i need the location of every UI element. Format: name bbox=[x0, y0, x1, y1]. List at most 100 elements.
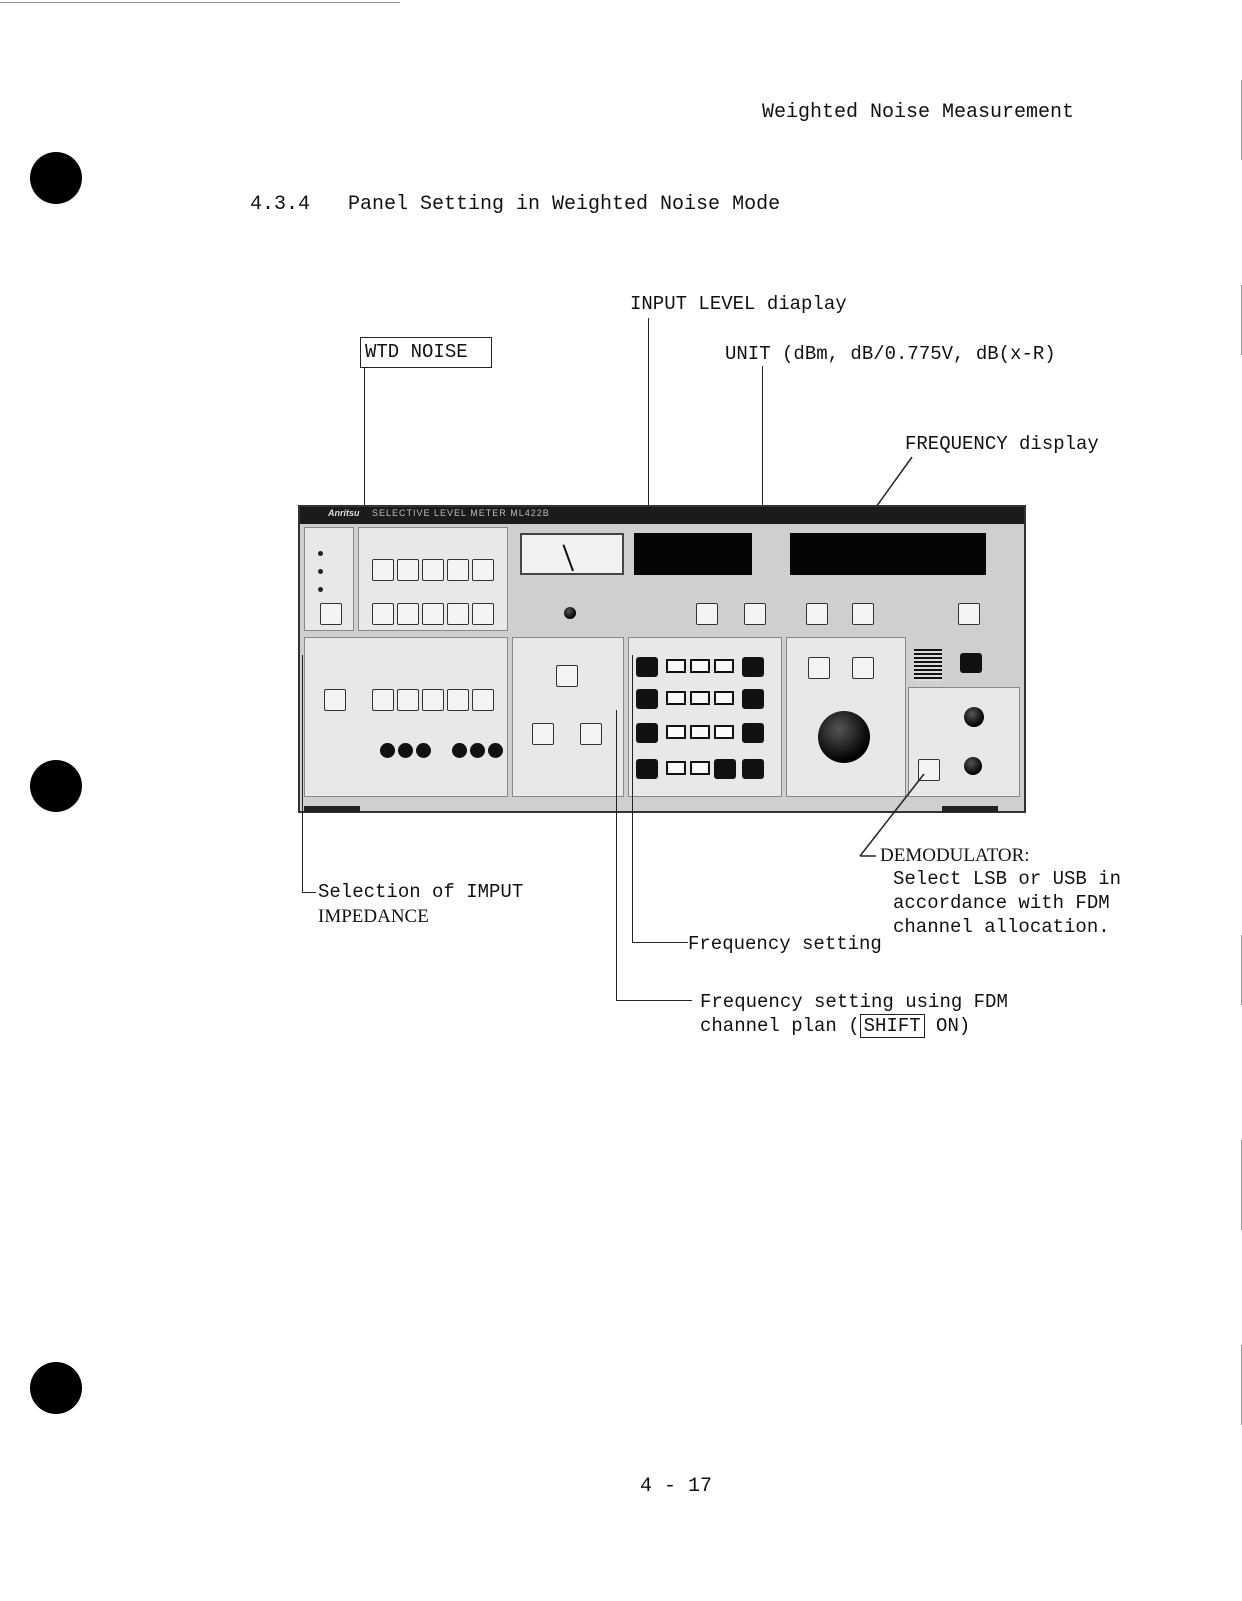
keypad-digit-key bbox=[666, 761, 686, 775]
callout-input-level: INPUT LEVEL diaplay bbox=[630, 293, 847, 315]
keypad-function-key bbox=[636, 657, 658, 677]
input-jack bbox=[398, 743, 413, 758]
panel-brand: Anritsu bbox=[328, 508, 360, 518]
binding-hole-top bbox=[30, 152, 82, 204]
leader-frequency-setting bbox=[632, 655, 633, 943]
mode-key bbox=[397, 603, 419, 625]
leader-impedance bbox=[302, 655, 303, 893]
keypad-function-key bbox=[636, 759, 658, 779]
keypad-function-key bbox=[742, 689, 764, 709]
phone-jack bbox=[964, 757, 982, 775]
tuning-knob bbox=[818, 711, 870, 763]
panel-foot-left bbox=[304, 806, 360, 812]
input-jack bbox=[470, 743, 485, 758]
keypad-digit-key bbox=[666, 725, 686, 739]
auto-key bbox=[556, 665, 578, 687]
keypad-digit-key bbox=[666, 659, 686, 673]
keypad-digit-key bbox=[714, 691, 734, 705]
wtd-noise-panel-key bbox=[372, 603, 394, 625]
callout-unit: UNIT (dBm, dB/0.775V, dB(x-R) bbox=[725, 343, 1056, 365]
leader-unit bbox=[762, 366, 763, 606]
panel-top-bar: Anritsu SELECTIVE LEVEL METER ML422B bbox=[300, 507, 1024, 524]
leader-wtd-noise bbox=[364, 368, 365, 600]
impedance-key bbox=[372, 689, 394, 711]
page-number: 4 - 17 bbox=[640, 1475, 713, 1498]
afc-key bbox=[852, 603, 874, 625]
keypad-function-key bbox=[636, 689, 658, 709]
keypad-digit-key bbox=[666, 691, 686, 705]
callout-frequency-display: FREQUENCY display bbox=[905, 433, 1099, 455]
mode-key bbox=[397, 559, 419, 581]
impedance-key bbox=[324, 689, 346, 711]
step-down-key bbox=[808, 657, 830, 679]
input-jack bbox=[380, 743, 395, 758]
running-header: Weighted Noise Measurement bbox=[762, 101, 1075, 124]
callout-demodulator-line2: accordance with FDM bbox=[893, 892, 1110, 914]
local-key bbox=[320, 603, 342, 625]
binding-hole-middle bbox=[30, 760, 82, 812]
panel-foot-right bbox=[942, 806, 998, 812]
meter-needle bbox=[562, 544, 574, 572]
keypad-digit-key bbox=[714, 725, 734, 739]
mode-key bbox=[447, 603, 469, 625]
callout-demodulator-line3: channel allocation. bbox=[893, 916, 1110, 938]
leader-fdm bbox=[616, 710, 617, 1000]
meter-adjust-knob bbox=[564, 607, 576, 619]
callout-impedance-line2: IMPEDANCE bbox=[318, 906, 429, 927]
keypad-digit-key bbox=[690, 659, 710, 673]
panel-model: SELECTIVE LEVEL METER ML422B bbox=[372, 508, 550, 518]
mode-key bbox=[372, 559, 394, 581]
callout-wtd-noise-key: WTD NOISE bbox=[360, 337, 492, 368]
leader-input-level bbox=[648, 318, 649, 526]
keypad-function-key bbox=[714, 759, 736, 779]
shift-key bbox=[958, 603, 980, 625]
keypad-function-key bbox=[742, 657, 764, 677]
section-number: 4.3.4 bbox=[250, 193, 311, 216]
volume-knob bbox=[964, 707, 984, 727]
frequency-display bbox=[790, 533, 986, 575]
callout-demodulator-line1: Select LSB or USB in bbox=[893, 868, 1122, 890]
leader-frequency-setting-tick bbox=[632, 942, 688, 943]
callout-fdm-line1: Frequency setting using FDM bbox=[700, 991, 1008, 1013]
leader-demodulator bbox=[859, 773, 925, 857]
callout-fdm-line2-post: ON) bbox=[924, 1015, 971, 1037]
keypad-digit-key bbox=[714, 659, 734, 673]
range-section bbox=[512, 637, 624, 797]
impedance-key bbox=[397, 689, 419, 711]
step-up-key bbox=[852, 657, 874, 679]
keypad-digit-key bbox=[690, 725, 710, 739]
keypad-digit-key bbox=[690, 761, 710, 775]
input-jack bbox=[488, 743, 503, 758]
mode-key bbox=[472, 559, 494, 581]
input-jack bbox=[452, 743, 467, 758]
shift-keycap: SHIFT bbox=[859, 1014, 925, 1038]
impedance-key bbox=[422, 689, 444, 711]
input-level-display bbox=[634, 533, 752, 575]
callout-fdm-line2: channel plan (SHIFT ON) bbox=[700, 1014, 970, 1039]
unit-key bbox=[744, 603, 766, 625]
range-up-key bbox=[580, 723, 602, 745]
keypad-function-key bbox=[742, 723, 764, 743]
instrument-front-panel: Anritsu SELECTIVE LEVEL METER ML422B bbox=[298, 505, 1026, 813]
section-title: Panel Setting in Weighted Noise Mode bbox=[348, 193, 781, 216]
callout-impedance-line1: Selection of IMPUT bbox=[318, 881, 524, 903]
keypad-digit-key bbox=[690, 691, 710, 705]
mode-key bbox=[422, 559, 444, 581]
output-key bbox=[696, 603, 718, 625]
mode-key bbox=[472, 603, 494, 625]
binding-hole-bottom bbox=[30, 1362, 82, 1414]
callout-fdm-line2-pre: channel plan ( bbox=[700, 1015, 860, 1037]
mode-key bbox=[447, 559, 469, 581]
mode-key bbox=[422, 603, 444, 625]
led bbox=[318, 551, 323, 556]
speaker-grille bbox=[914, 649, 942, 681]
leader-fdm-tick bbox=[616, 1000, 692, 1001]
scan-top-edge bbox=[0, 2, 400, 3]
leader-impedance-tick bbox=[302, 892, 316, 893]
tuning-indicator-meter bbox=[520, 533, 624, 575]
impedance-key bbox=[472, 689, 494, 711]
range-down-key bbox=[532, 723, 554, 745]
afc-key bbox=[806, 603, 828, 625]
input-jack bbox=[416, 743, 431, 758]
led bbox=[318, 587, 323, 592]
